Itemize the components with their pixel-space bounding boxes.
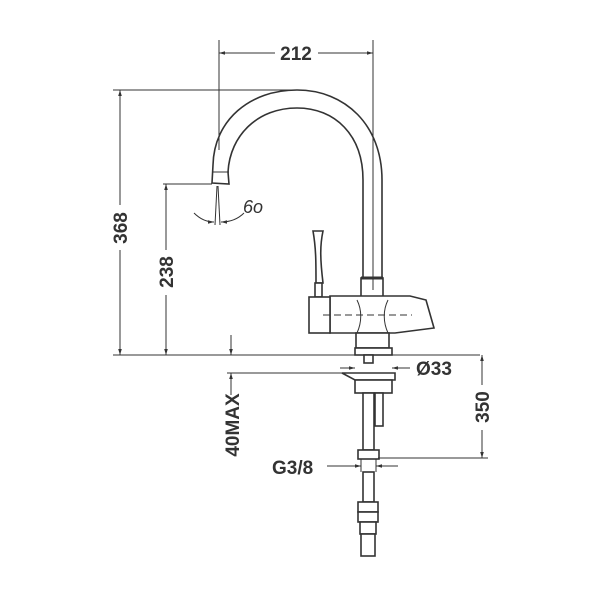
stud — [363, 354, 374, 364]
hose-end — [360, 533, 376, 557]
hose-fitting-3 — [359, 521, 377, 535]
dim-angle: 6o — [243, 197, 263, 217]
dim-212: 212 — [280, 44, 312, 65]
spout — [211, 89, 383, 281]
washer — [341, 372, 396, 381]
body-neck — [355, 332, 390, 349]
dim-368: 368 — [111, 212, 132, 244]
dim-40max: 40MAX — [223, 393, 244, 457]
faucet — [211, 89, 436, 356]
supply-pipe — [362, 392, 375, 451]
body-contour — [356, 299, 389, 334]
hose-fitting-1 — [357, 501, 379, 513]
pipe-nut — [357, 449, 380, 460]
base-collar — [354, 347, 393, 356]
dim-diameter: Ø33 — [416, 359, 452, 380]
lever-handle — [312, 230, 324, 284]
dimensions: 212 368 238 6o 40MAX Ø33 350 G3/8 — [111, 40, 494, 479]
mount-nut — [354, 379, 393, 394]
dim-thread: G3/8 — [272, 458, 313, 479]
dim-350: 350 — [473, 391, 494, 423]
hose-fitting-2 — [357, 511, 379, 523]
lever-stem — [314, 282, 323, 298]
mounting-rod — [374, 392, 384, 427]
hose — [362, 471, 375, 503]
mounting-kit — [341, 354, 396, 557]
dim-238: 238 — [157, 256, 178, 288]
